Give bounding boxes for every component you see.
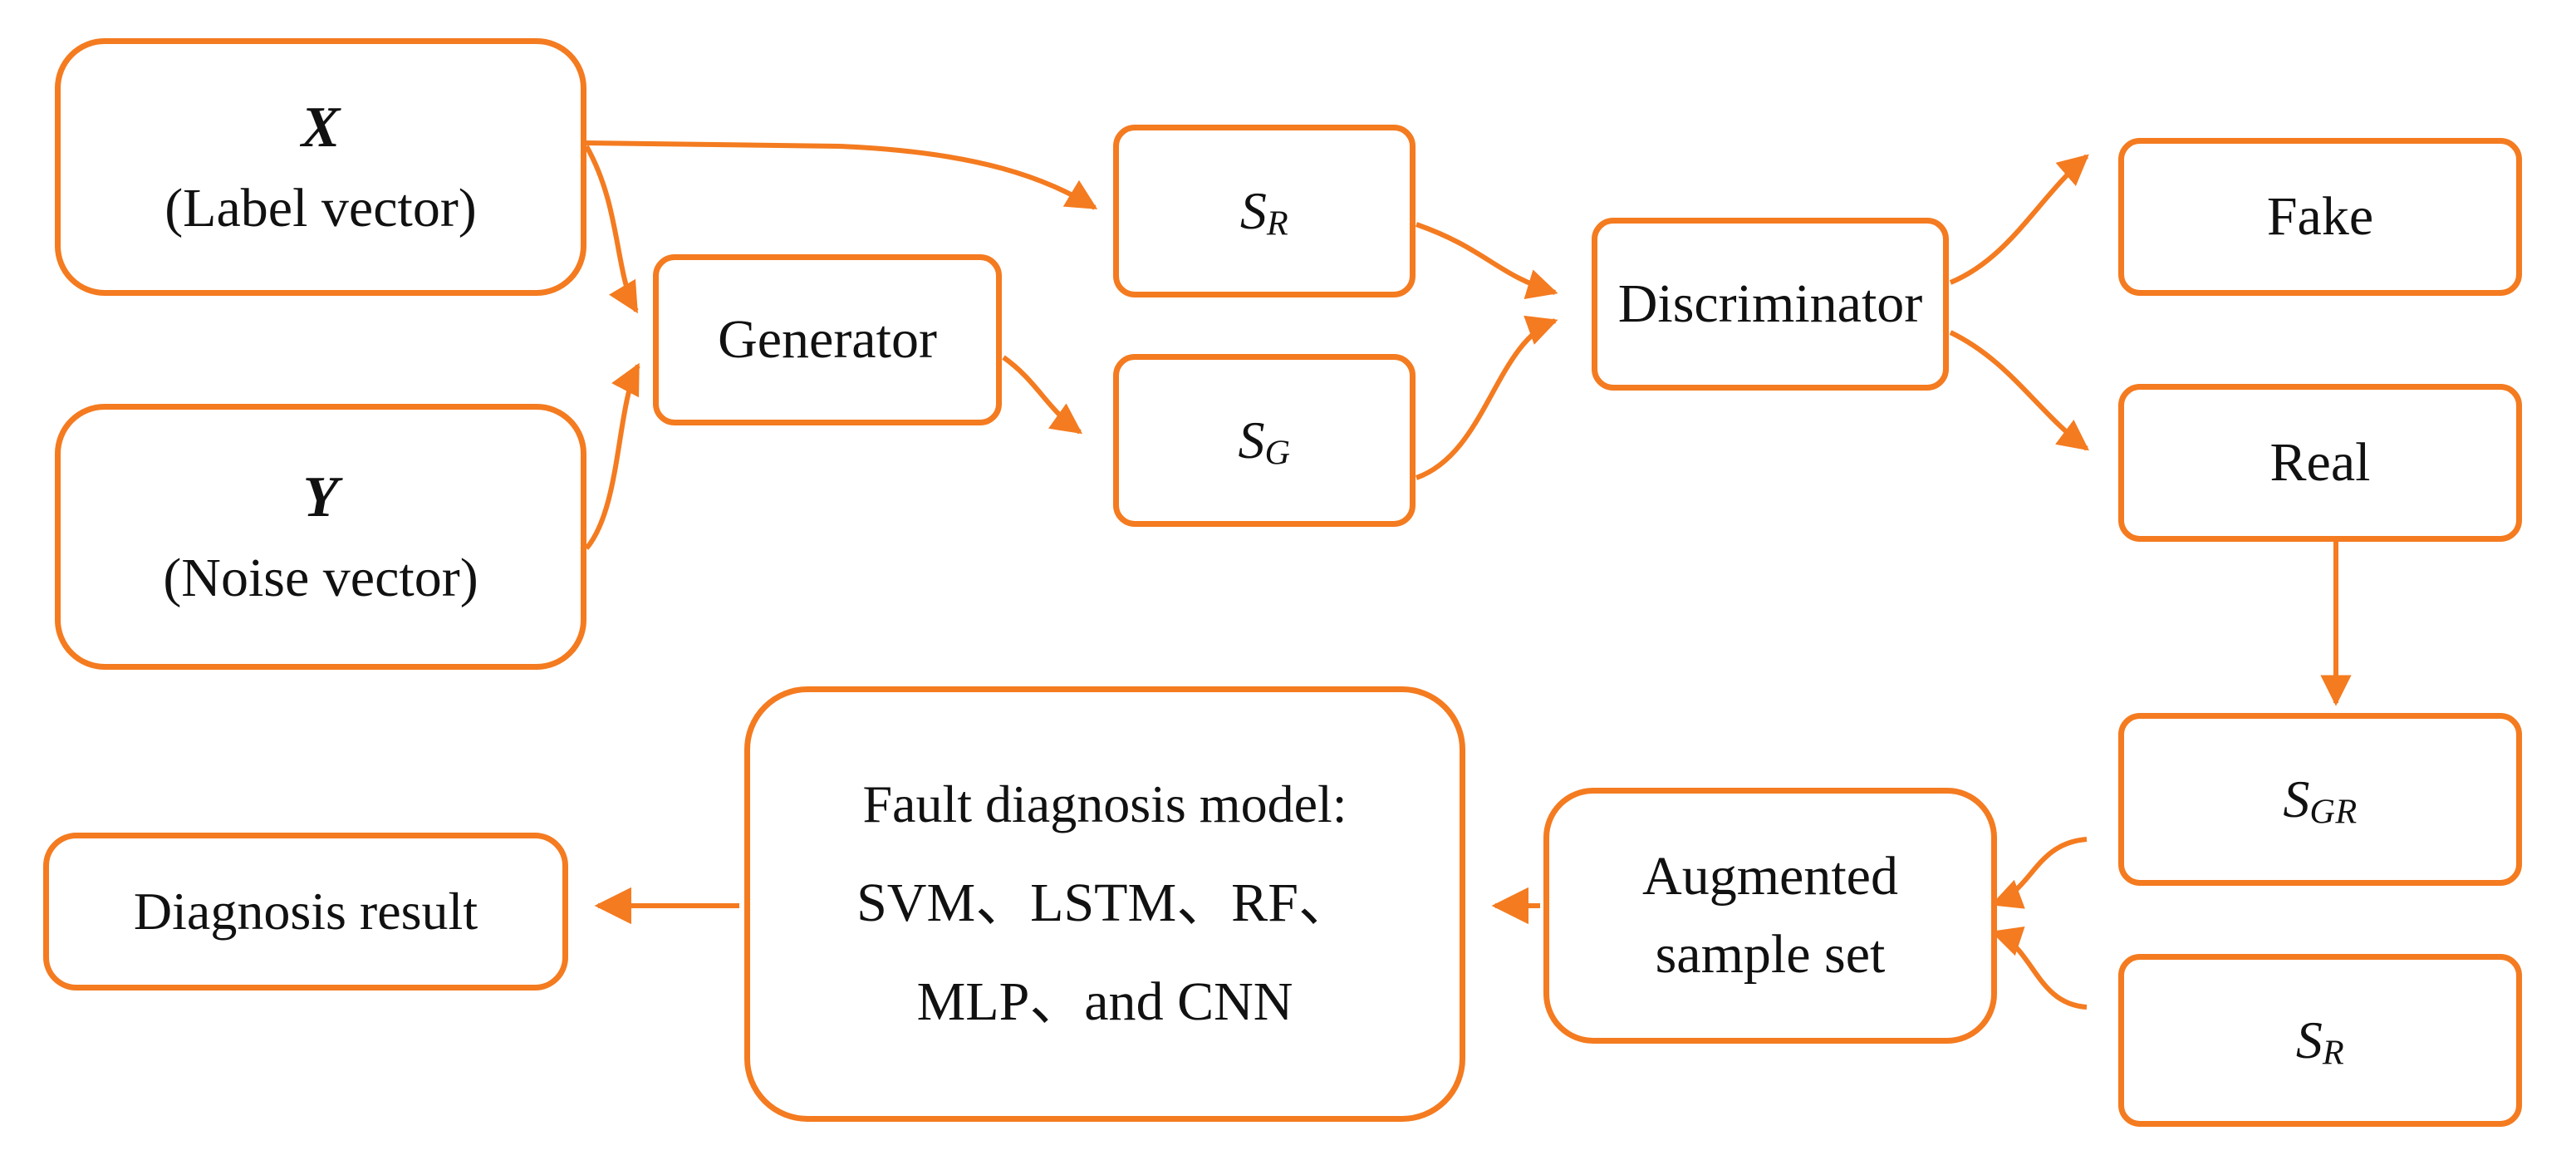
- generator-label: Generator: [718, 309, 937, 371]
- fault-model-line-1: Fault diagnosis model:: [862, 774, 1347, 833]
- node-noise-vector[interactable]: Y (Noise vector): [55, 404, 586, 670]
- node-label-vector[interactable]: X (Label vector): [55, 38, 586, 296]
- augmented-line-1: Augmented: [1642, 846, 1898, 907]
- node-discriminator[interactable]: Discriminator: [1592, 218, 1949, 391]
- sg-subscript: G: [1264, 433, 1291, 473]
- diagnosis-result-label: Diagnosis result: [133, 881, 478, 941]
- node-real[interactable]: Real: [2118, 384, 2522, 542]
- label-vector-description: (Label vector): [164, 177, 477, 238]
- sgr-symbol: SGR: [2283, 762, 2357, 838]
- node-generator[interactable]: Generator: [653, 254, 1002, 425]
- noise-vector-description: (Noise vector): [163, 547, 478, 608]
- edge-discriminator-to-real: [1949, 330, 2089, 451]
- sr-bottom-symbol: SR: [2296, 1003, 2344, 1079]
- sgr-base: S: [2283, 769, 2310, 828]
- node-sgr[interactable]: SGR: [2118, 713, 2522, 886]
- sr-top-base: S: [1239, 180, 1267, 240]
- edge-generator-to-sg: [1002, 355, 1083, 435]
- sr-top-subscript: R: [1266, 204, 1289, 243]
- node-augmented-sample-set[interactable]: Augmented sample set: [1543, 788, 1997, 1044]
- node-fake[interactable]: Fake: [2118, 138, 2522, 296]
- label-vector-symbol: X: [301, 96, 341, 160]
- edge-noise-vector-to-generator: [584, 362, 640, 550]
- noise-vector-symbol: Y: [302, 465, 339, 530]
- node-diagnosis-result[interactable]: Diagnosis result: [43, 833, 568, 990]
- node-sr-top[interactable]: SR: [1113, 125, 1416, 297]
- fault-model-line-3: MLP、and CNN: [916, 971, 1293, 1033]
- fault-model-line-2: SVM、LSTM、RF、: [856, 872, 1353, 933]
- augmented-line-2: sample set: [1655, 924, 1886, 985]
- sr-top-symbol: SR: [1240, 174, 1288, 249]
- sg-base: S: [1238, 410, 1265, 469]
- edge-sg-to-discriminator: [1415, 315, 1558, 480]
- edge-label-vector-to-sr: [584, 140, 1098, 210]
- real-label: Real: [2269, 432, 2371, 494]
- edge-discriminator-to-fake: [1949, 154, 2089, 285]
- discriminator-label: Discriminator: [1617, 273, 1923, 335]
- sg-symbol: SG: [1239, 403, 1291, 479]
- node-fault-diagnosis-model[interactable]: Fault diagnosis model: SVM、LSTM、RF、 MLP、…: [744, 686, 1465, 1122]
- node-sr-bottom[interactable]: SR: [2118, 954, 2522, 1127]
- node-sg[interactable]: SG: [1113, 354, 1416, 527]
- edge-sgr-to-augmented: [1990, 837, 2088, 909]
- sr-bottom-base: S: [2295, 1010, 2323, 1069]
- edge-sr-to-discriminator: [1416, 222, 1558, 299]
- edge-sr-bottom-to-augmented: [1990, 926, 2088, 1010]
- sr-bottom-subscript: R: [2322, 1033, 2345, 1073]
- fake-label: Fake: [2266, 186, 2374, 248]
- edge-label-vector-to-generator: [584, 145, 639, 314]
- sgr-subscript: GR: [2309, 792, 2358, 832]
